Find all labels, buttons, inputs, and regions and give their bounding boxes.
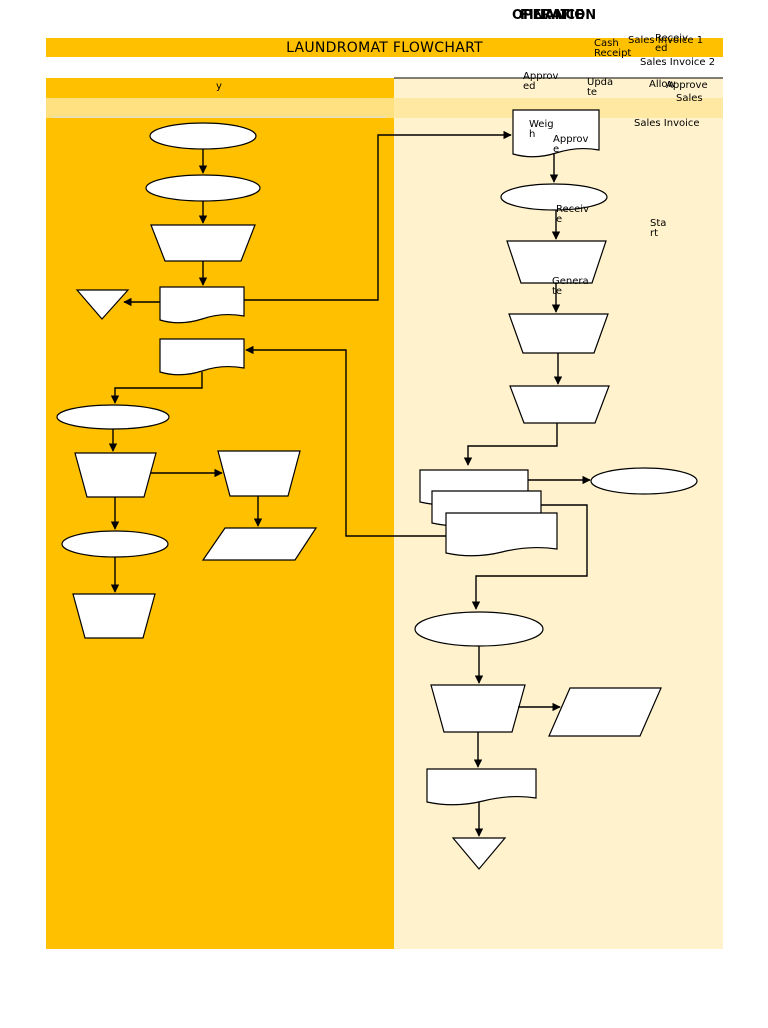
label-sales-invoice-1: Sales Invoice 1 — [628, 35, 704, 46]
terminator-left-4 — [61, 530, 169, 558]
terminator-right-3 — [414, 611, 544, 647]
label-allow: Allow — [649, 79, 676, 90]
offpage-connector-left — [75, 289, 130, 320]
label-start: Sta rt — [650, 218, 667, 239]
manual-operation-right-2 — [508, 313, 609, 354]
manual-operation-2 — [74, 452, 157, 498]
terminator-left-3 — [56, 404, 170, 430]
document-stack-3 — [445, 512, 558, 557]
document-right-final — [426, 768, 537, 806]
document-right-weigh — [512, 109, 600, 158]
manual-operation-4 — [72, 593, 156, 639]
label-approve-1: Approv e — [553, 134, 589, 155]
page-title: LAUNDROMAT FLOWCHART — [286, 40, 483, 56]
document-left-2 — [159, 338, 245, 376]
manual-operation-3 — [217, 450, 301, 497]
label-update: Upda te — [587, 77, 614, 98]
label-sales: Sales — [676, 93, 703, 104]
label-sales-invoice-3: Sales Invoice — [634, 118, 700, 129]
manual-operation-right-4 — [430, 684, 526, 733]
data-io-left — [201, 527, 318, 561]
data-io-right — [548, 687, 662, 737]
connector — [471, 504, 588, 610]
label-received: Receiv ed — [655, 33, 688, 54]
label-cash-receipt: Cash Receipt — [594, 38, 632, 59]
connector — [245, 345, 446, 537]
label-approve: Approve — [666, 80, 708, 91]
label-approved: Approv ed — [523, 71, 559, 92]
left-lane-header: y — [216, 81, 222, 92]
title-bar — [46, 38, 723, 57]
label-sales-invoice-2: Sales Invoice 2 — [640, 57, 716, 68]
header-finance: FINANCE — [520, 8, 584, 23]
manual-operation-right-1 — [506, 240, 607, 284]
label-generate: Genera te — [552, 276, 589, 297]
connector — [110, 372, 203, 404]
start-terminator — [149, 122, 257, 150]
lane-left-background — [46, 78, 394, 949]
label-weigh: Weig h — [529, 119, 554, 140]
header-operation: OPERATION — [512, 8, 597, 23]
terminator-right-2 — [590, 467, 698, 495]
terminator-right-1 — [500, 183, 608, 211]
manual-operation-1 — [150, 224, 256, 262]
connector — [244, 130, 512, 301]
document-left-1 — [159, 286, 245, 324]
lane-header-strip — [46, 98, 723, 118]
connector — [463, 423, 558, 466]
label-receive: Receiv e — [556, 204, 589, 225]
receive-terminator — [145, 174, 261, 202]
manual-operation-right-3 — [509, 385, 610, 424]
offpage-connector-right — [451, 837, 507, 870]
